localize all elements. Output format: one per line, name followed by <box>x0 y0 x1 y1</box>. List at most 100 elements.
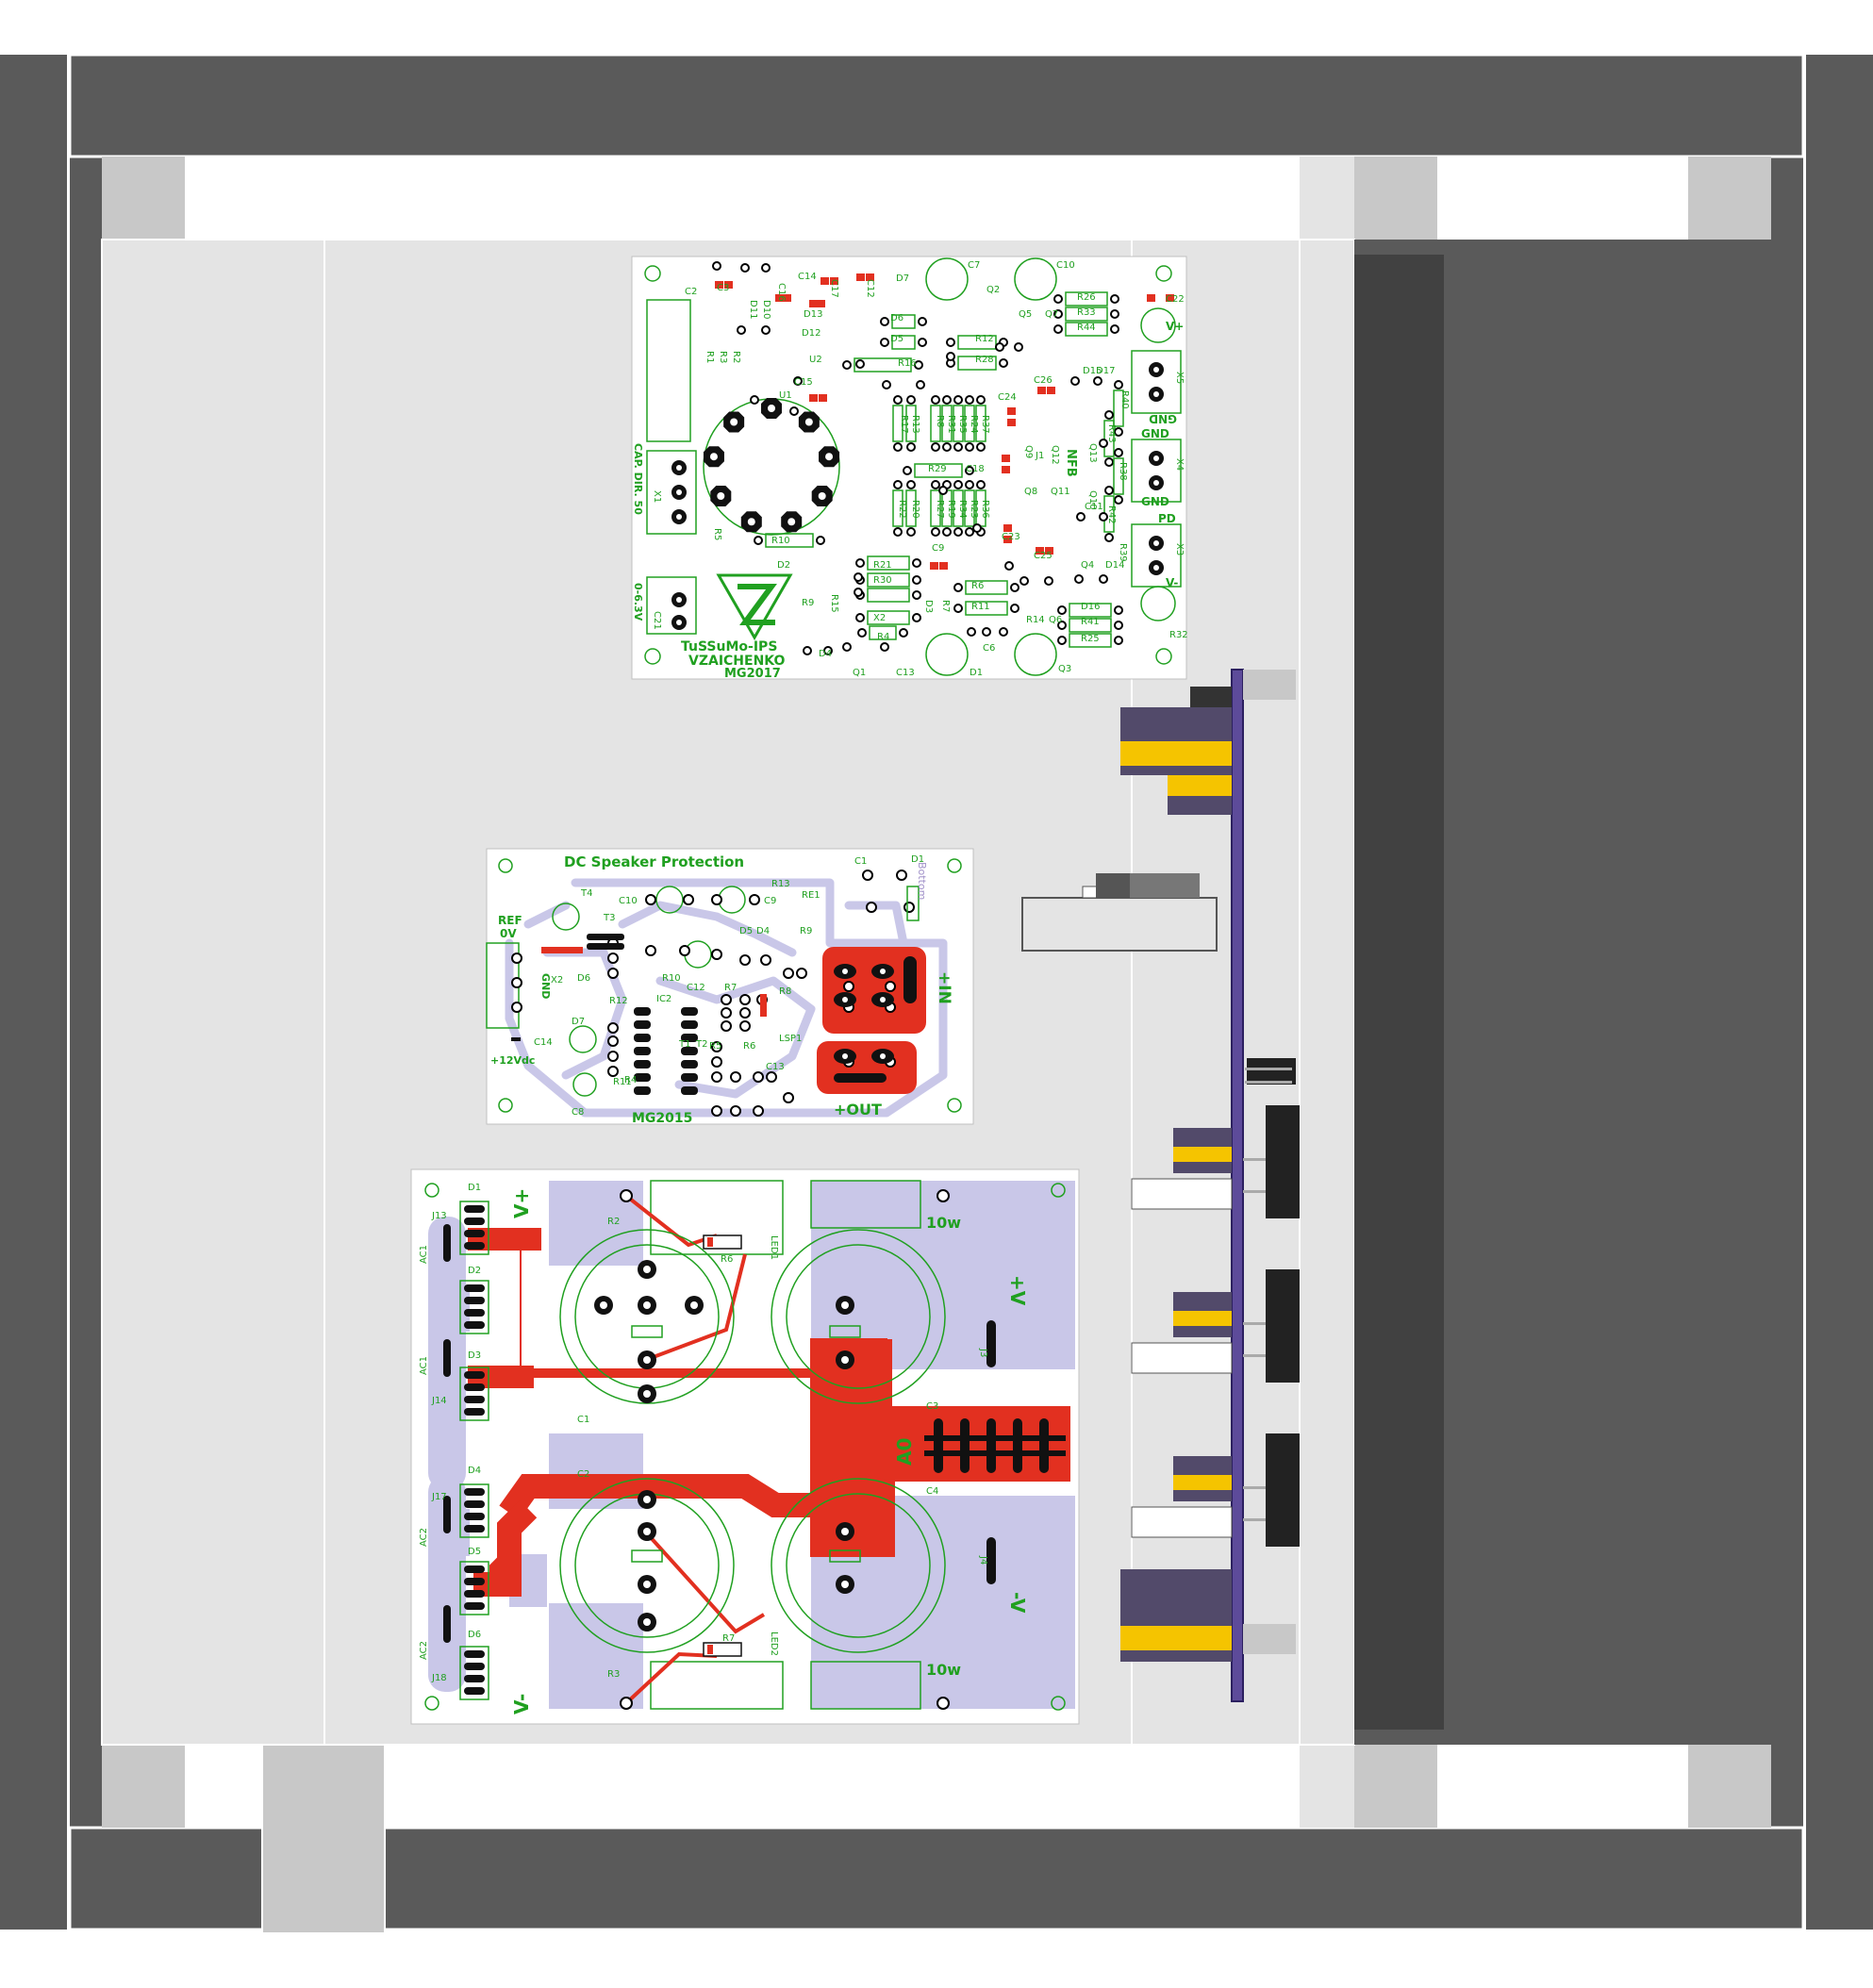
amp-part-ref: R11 <box>971 602 990 612</box>
prot-part-ref: R11 <box>613 1077 632 1087</box>
prot-part-ref: T1 <box>678 1039 690 1050</box>
amp-part-ref: R27 <box>935 500 945 519</box>
amp-part-ref: R8 <box>935 415 945 427</box>
psu-part-ref: R3 <box>607 1669 620 1680</box>
amp-part-ref: R12 <box>975 334 994 344</box>
amp-part-ref: C6 <box>983 643 995 654</box>
prot-part-ref: T2 <box>695 1039 707 1050</box>
psu-part-ref: C4 <box>926 1486 938 1497</box>
prot-year: MG2015 <box>632 1111 692 1126</box>
amp-part-ref: C23 <box>1002 532 1020 542</box>
amp-part-ref: C16 <box>776 283 787 302</box>
prot-gnd-label: GND <box>539 973 552 999</box>
amp-part-ref: R43 <box>1106 424 1117 443</box>
amp-heater-label: 0-6.3V <box>632 583 644 621</box>
amp-part-ref: R4 <box>877 632 889 642</box>
psu-part-ref: AC1 <box>419 1245 429 1264</box>
amp-part-ref: R30 <box>873 575 892 586</box>
psu-part-ref: J3 <box>978 1348 988 1357</box>
psu-part-ref: J18 <box>431 1673 447 1683</box>
amp-part-ref: D17 <box>1096 366 1115 376</box>
heatsink <box>1354 240 1771 1745</box>
psu-part-ref: D2 <box>468 1266 481 1276</box>
amp-part-ref: Q4 <box>1081 560 1094 571</box>
prot-part-ref: C14 <box>534 1037 553 1048</box>
amp-part-ref: D13 <box>804 309 822 320</box>
prot-part-ref: R9 <box>800 926 812 936</box>
amp-part-ref: R22 <box>897 500 907 519</box>
prot-part-ref: R4 <box>624 1075 637 1085</box>
amp-part-ref: C7 <box>968 260 980 271</box>
prot-part-ref: T4 <box>580 888 592 899</box>
amp-part-ref: Q2 <box>986 285 1000 295</box>
bottom-rail <box>102 1744 1771 1934</box>
amp-pd-label: PD <box>1158 512 1176 525</box>
amp-part-ref: R13 <box>910 415 920 434</box>
psu-part-ref: D5 <box>468 1547 481 1557</box>
amp-part-ref: Q11 <box>1051 487 1070 497</box>
amp-part-ref: R19 <box>946 500 956 519</box>
amp-part-ref: C24 <box>998 392 1017 403</box>
prot-part-ref: R10 <box>662 973 681 984</box>
amp-part-ref: D10 <box>761 300 771 319</box>
amp-part-ref: C13 <box>896 668 915 678</box>
amp-part-ref: C21 <box>652 611 662 630</box>
amp-part-ref: D7 <box>896 273 909 284</box>
prot-part-ref: D7 <box>572 1017 585 1027</box>
amp-part-ref: C26 <box>1034 375 1053 386</box>
psu-part-ref: LED1 <box>769 1235 779 1260</box>
amp-part-ref: D15 <box>1083 366 1102 376</box>
psu-watt-bottom: 10w <box>926 1661 961 1679</box>
prot-part-ref: D4 <box>756 926 770 936</box>
prot-part-ref: R12 <box>609 996 628 1006</box>
tube-socket-u1 <box>703 398 840 536</box>
amp-part-ref: R7 <box>940 600 951 612</box>
prot-part-ref: D6 <box>577 973 590 984</box>
amp-brand1: TuSSuMo-IPS <box>681 639 777 654</box>
prot-ov-label: 0V <box>500 927 517 940</box>
prot-part-ref: C1 <box>854 856 867 867</box>
amp-part-ref: U1 <box>779 390 792 401</box>
amp-part-ref: D3 <box>923 600 934 613</box>
amp-year: MG2017 <box>724 667 781 681</box>
amp-part-ref: X1 <box>652 490 662 503</box>
amp-part-ref: R41 <box>1081 617 1100 627</box>
amp-part-ref: D6 <box>890 313 903 323</box>
prot-part-ref: D5 <box>739 926 753 936</box>
amp-cap-label: CAP. DIR. 50 <box>632 443 644 515</box>
amp-part-ref: R10 <box>771 536 790 546</box>
psu-part-ref: LED2 <box>769 1632 779 1656</box>
amp-part-ref: X3 <box>1174 543 1185 555</box>
protection-board: DC Speaker Protection Bottom REF 0V GND … <box>486 848 974 1126</box>
amp-part-ref: C15 <box>794 377 813 388</box>
amp-part-ref: J1 <box>1035 451 1044 461</box>
amp-part-ref: D1 <box>970 668 983 678</box>
amp-part-ref: Q3 <box>1058 664 1071 674</box>
amp-part-ref: Q12 <box>1050 445 1060 465</box>
amp-part-ref: Q8 <box>1024 487 1037 497</box>
amp-part-ref: R39 <box>1118 543 1128 562</box>
amp-part-ref: R16 <box>898 358 917 369</box>
amp-part-ref: C10 <box>1056 260 1075 271</box>
amp-part-ref: C17 <box>829 279 839 298</box>
psu-vplus-right: +V <box>1006 1275 1029 1306</box>
amp-part-ref: R36 <box>980 500 990 519</box>
amp-part-ref: C25 <box>1034 551 1053 561</box>
prot-part-ref: C10 <box>619 896 638 906</box>
rear-panel-bar <box>1021 669 1300 1702</box>
amp-gnd-label-1: GND <box>1141 427 1169 440</box>
psu-part-ref: C2 <box>577 1469 589 1480</box>
prot-part-ref: C12 <box>687 983 705 993</box>
psu-part-ref: C1 <box>577 1415 589 1425</box>
psu-vminus-left: V- <box>510 1694 533 1715</box>
prot-part-ref: R7 <box>724 983 737 993</box>
psu-vplus-left: V+ <box>510 1188 533 1218</box>
prot-title: DC Speaker Protection <box>564 853 744 870</box>
amp-gnd-label-top: GND <box>1149 412 1177 425</box>
amp-part-ref: R14 <box>1026 615 1045 625</box>
amp-part-ref: R29 <box>928 464 947 474</box>
amp-brand2: VZAICHENKO <box>688 654 786 669</box>
prot-part-ref: C8 <box>572 1107 584 1118</box>
prot-part-ref: R13 <box>771 879 790 889</box>
